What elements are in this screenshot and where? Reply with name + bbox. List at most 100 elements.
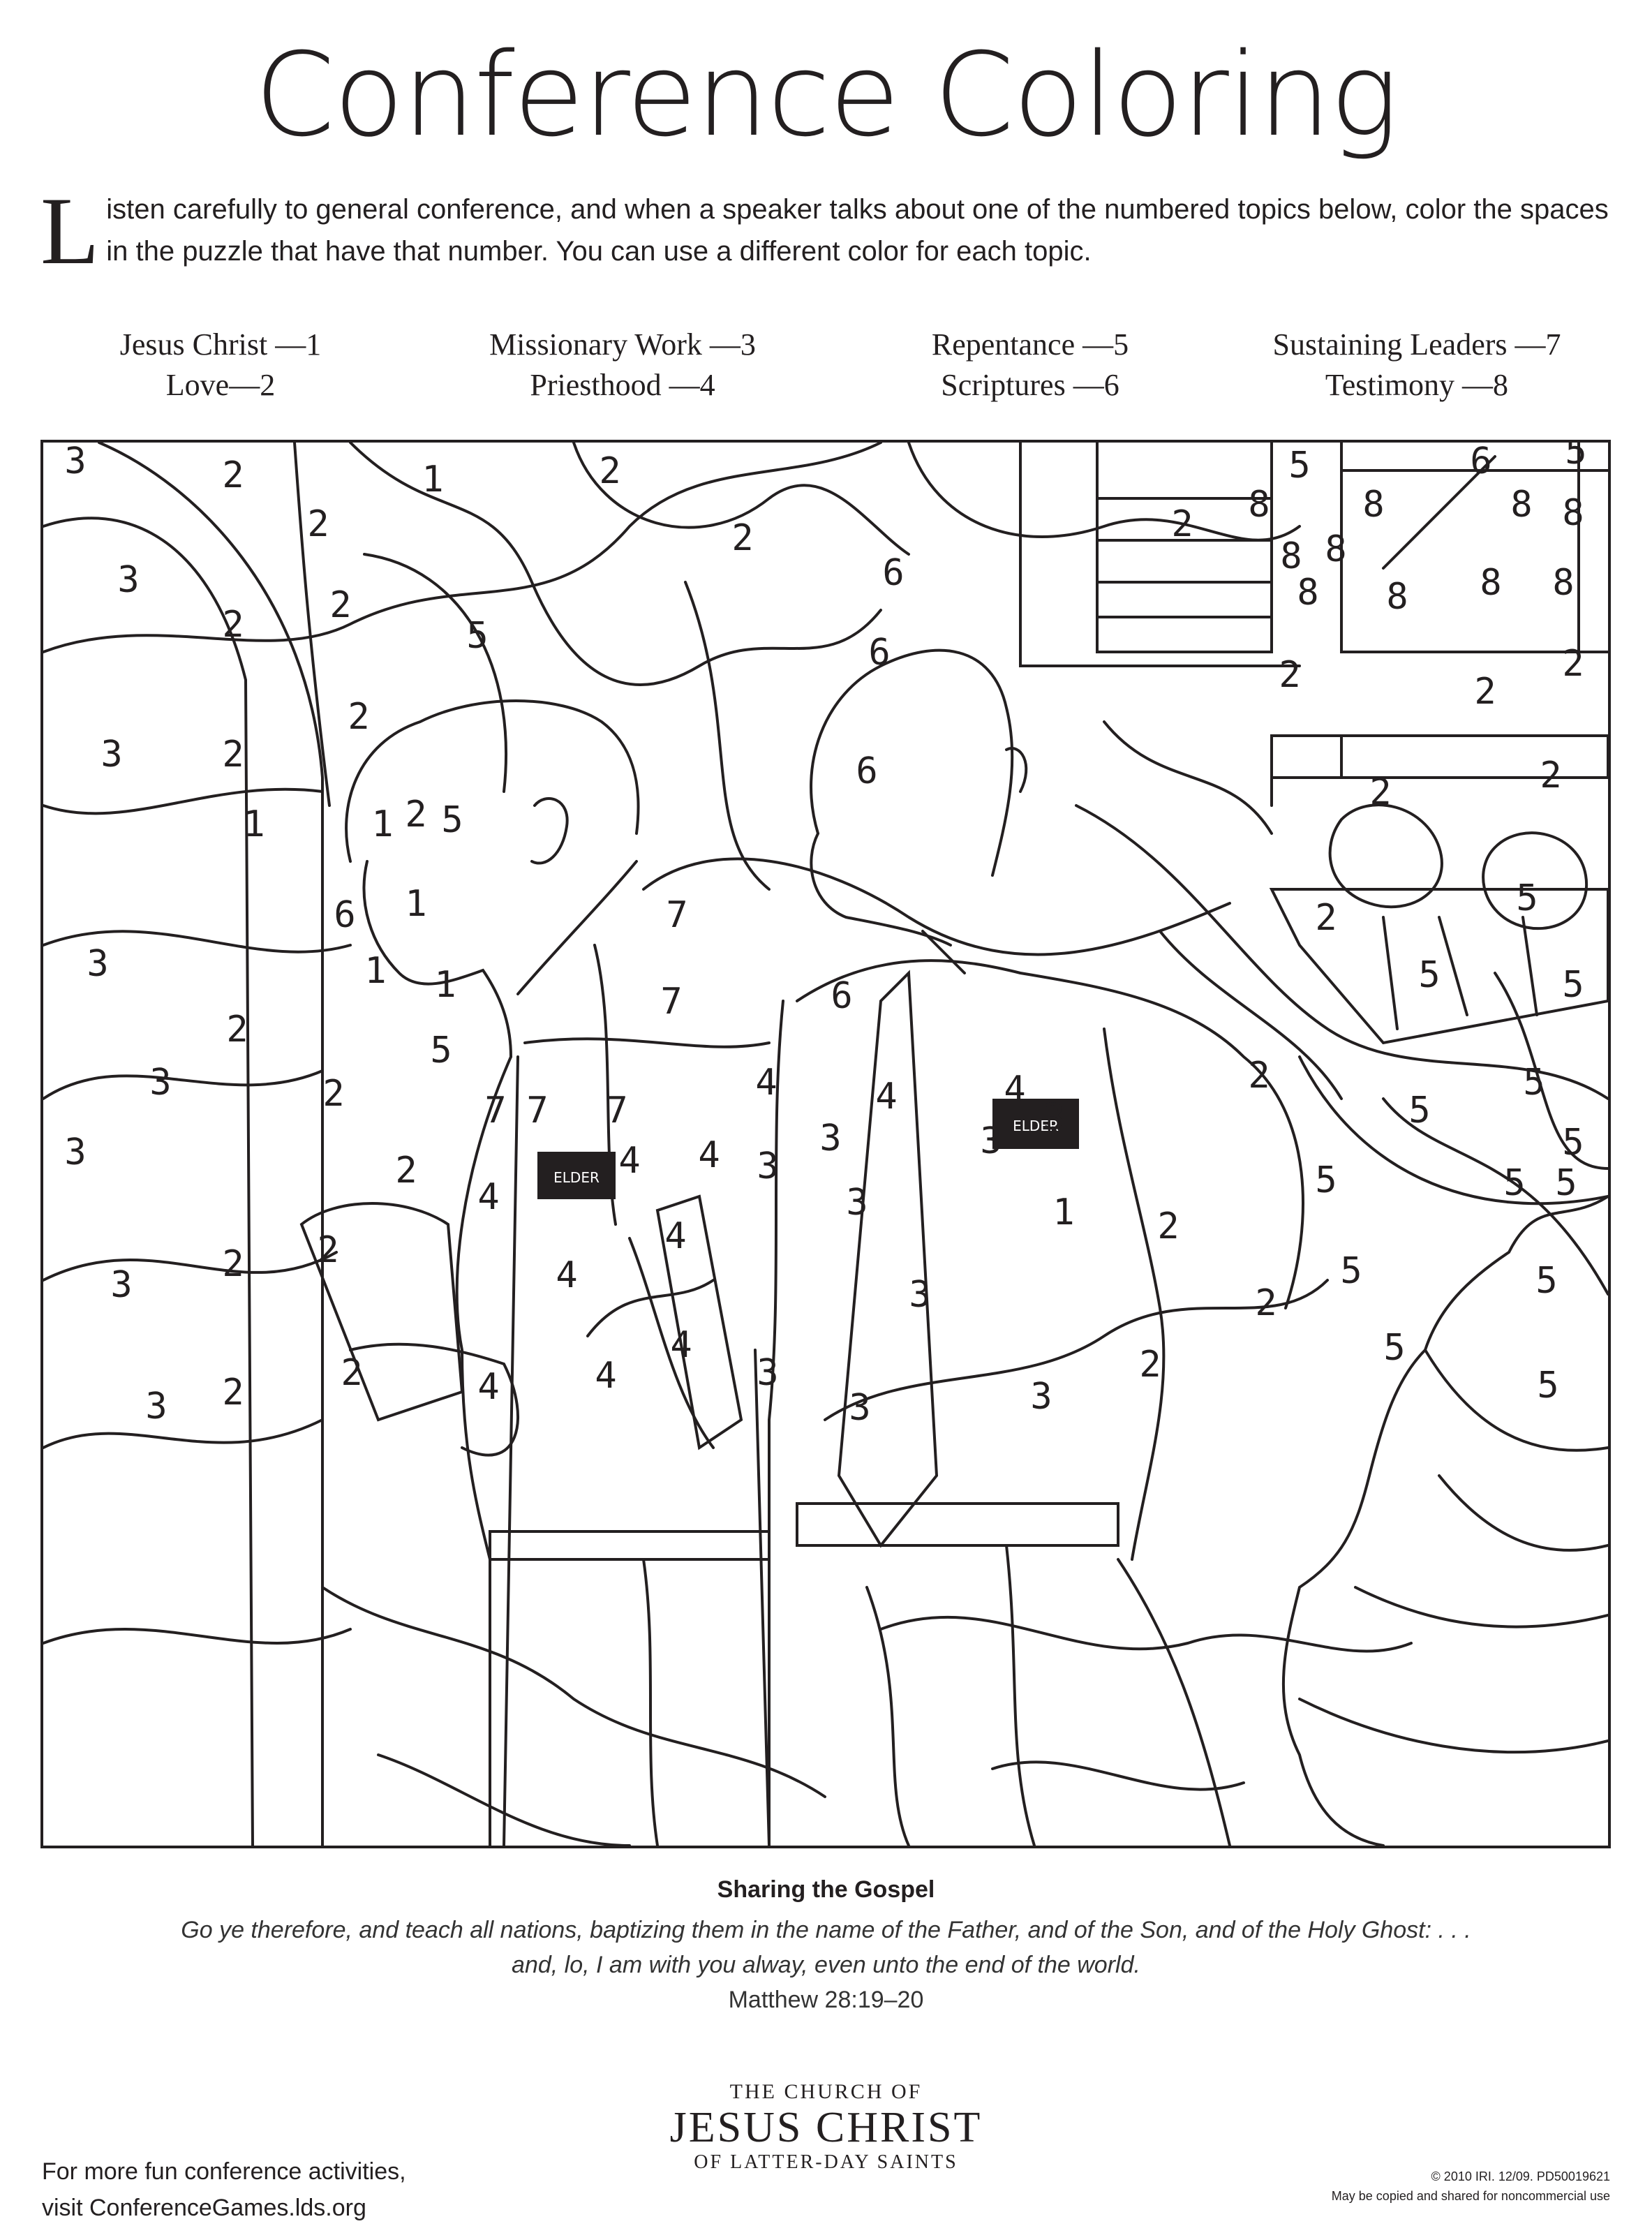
region-number: 3 (87, 943, 108, 985)
region-number: 6 (334, 894, 355, 936)
region-number: 2 (222, 1243, 244, 1285)
region-number: 2 (1279, 654, 1300, 696)
copyright-notice: © 2010 IRI. 12/09. PD50019621 May be cop… (1332, 2167, 1610, 2206)
region-number: 3 (849, 1387, 870, 1429)
region-number: 3 (980, 1120, 1002, 1162)
region-number: 6 (882, 552, 904, 594)
region-number: 5 (1523, 1062, 1545, 1104)
region-number: 4 (875, 1076, 897, 1118)
region-number: 2 (322, 1073, 344, 1115)
legend-item-repentance: Repentance —5 (931, 327, 1129, 362)
puzzle-numbers: 2232222223244243214222322232225511613112… (64, 443, 1586, 1429)
region-number: 2 (405, 794, 426, 836)
footer-promo: For more fun conference activities, visi… (42, 2153, 406, 2226)
scripture-quote-line-1: Go ye therefore, and teach all nations, … (181, 1917, 1471, 1943)
region-number: 3 (110, 1264, 132, 1306)
logo-line-1: THE CHURCH OF (729, 2080, 923, 2103)
region-number: 3 (145, 1386, 167, 1427)
region-number: 2 (1315, 897, 1337, 939)
region-number: 2 (348, 696, 369, 738)
region-number: 5 (1340, 1250, 1362, 1292)
region-number: 3 (1043, 1097, 1064, 1138)
region-number: 5 (1383, 1327, 1405, 1369)
region-number: 3 (757, 1352, 778, 1394)
region-number: 2 (395, 1150, 417, 1192)
region-number: 3 (64, 443, 86, 482)
legend-item-scriptures: Scriptures —6 (941, 368, 1119, 402)
region-number: 1 (364, 950, 386, 992)
region-number: 6 (831, 975, 852, 1017)
region-number: 5 (441, 799, 463, 841)
region-number: 2 (1540, 755, 1561, 796)
name-badge-left-text: ELDER (553, 1169, 600, 1186)
region-number: 1 (434, 964, 456, 1006)
church-logo: THE CHURCH OF JESUS CHRIST OF LATTER-DAY… (0, 2080, 1652, 2174)
region-number: 4 (477, 1366, 499, 1408)
scripture-quote-line-2: and, lo, I am with you alway, even unto … (512, 1952, 1140, 1978)
region-number: 6 (868, 632, 890, 674)
region-number: 3 (1030, 1376, 1052, 1418)
region-number: 6 (856, 750, 877, 792)
region-number: 7 (526, 1090, 548, 1131)
region-number: 4 (698, 1134, 720, 1176)
region-number: 8 (1297, 572, 1318, 614)
region-number: 5 (1315, 1159, 1337, 1201)
name-badge-left (537, 1152, 616, 1199)
legend-item-testimony: Testimony —8 (1325, 368, 1509, 402)
puzzle-region-lines (43, 443, 1608, 1846)
footer-promo-link[interactable]: visit ConferenceGames.lds.org (42, 2195, 366, 2221)
region-number: 5 (430, 1030, 452, 1071)
region-number: 2 (731, 517, 753, 559)
region-number: 5 (1516, 877, 1538, 919)
region-number: 5 (466, 615, 488, 657)
coloring-illustration: ELDER ELDER 2232222223244243214222322232… (43, 443, 1608, 1846)
region-number: 8 (1552, 562, 1574, 604)
region-number: 3 (149, 1062, 171, 1104)
copyright-line-1: © 2010 IRI. 12/09. PD50019621 (1431, 2169, 1610, 2183)
legend-column-2: Missionary Work —3 Priesthood —4 (427, 325, 818, 406)
region-number: 8 (1562, 492, 1584, 534)
region-number: 8 (1280, 535, 1302, 577)
region-number: 2 (1171, 503, 1193, 545)
legend-item-priesthood: Priesthood —4 (530, 368, 715, 402)
region-number: 2 (712, 443, 734, 447)
region-number: 4 (595, 1355, 616, 1397)
region-number: 1 (243, 803, 265, 845)
region-number: 2 (1114, 443, 1136, 450)
coloring-puzzle[interactable]: ELDER ELDER 2232222223244243214222322232… (40, 440, 1611, 1848)
region-number: 8 (1480, 562, 1501, 604)
region-number: 4 (556, 1254, 577, 1296)
legend-item-missionary-work: Missionary Work —3 (489, 327, 756, 362)
legend-column-1: Jesus Christ —1 Love—2 (25, 325, 416, 406)
legend-column-3: Repentance —5 Scriptures —6 (835, 325, 1226, 406)
region-number: 4 (618, 1140, 640, 1182)
instructions-text: isten carefully to general conference, a… (106, 194, 1609, 267)
region-number: 5 (1565, 443, 1586, 473)
legend-item-love: Love—2 (165, 368, 276, 402)
region-number: 3 (64, 1131, 86, 1173)
caption-title: Sharing the Gospel (717, 1876, 935, 1903)
region-number: 4 (533, 443, 555, 445)
region-number: 2 (341, 1352, 362, 1394)
region-number: 8 (1248, 484, 1270, 526)
scripture-reference: Matthew 28:19–20 (728, 1987, 924, 2013)
region-number: 2 (1139, 1344, 1161, 1386)
copyright-line-2: May be copied and shared for noncommerci… (1331, 2189, 1610, 2203)
region-number: 5 (1503, 1162, 1525, 1204)
region-number: 3 (846, 1182, 868, 1224)
region-number: 2 (222, 604, 244, 646)
drop-cap: L (40, 177, 100, 284)
region-number: 2 (1474, 671, 1496, 713)
region-number: 5 (1537, 1365, 1558, 1407)
region-number: 8 (1362, 484, 1384, 526)
region-number: 4 (670, 1324, 692, 1366)
region-number: 8 (1386, 576, 1408, 618)
region-number: 1 (371, 803, 393, 845)
region-number: 2 (599, 450, 620, 492)
region-number: 2 (1255, 1282, 1277, 1324)
footer-promo-line-1: For more fun conference activities, (42, 2158, 406, 2185)
region-number: 2 (226, 1009, 248, 1051)
region-number: 7 (606, 1090, 627, 1131)
region-number: 3 (909, 1274, 930, 1316)
page-title: Conference Coloring (254, 28, 1399, 162)
